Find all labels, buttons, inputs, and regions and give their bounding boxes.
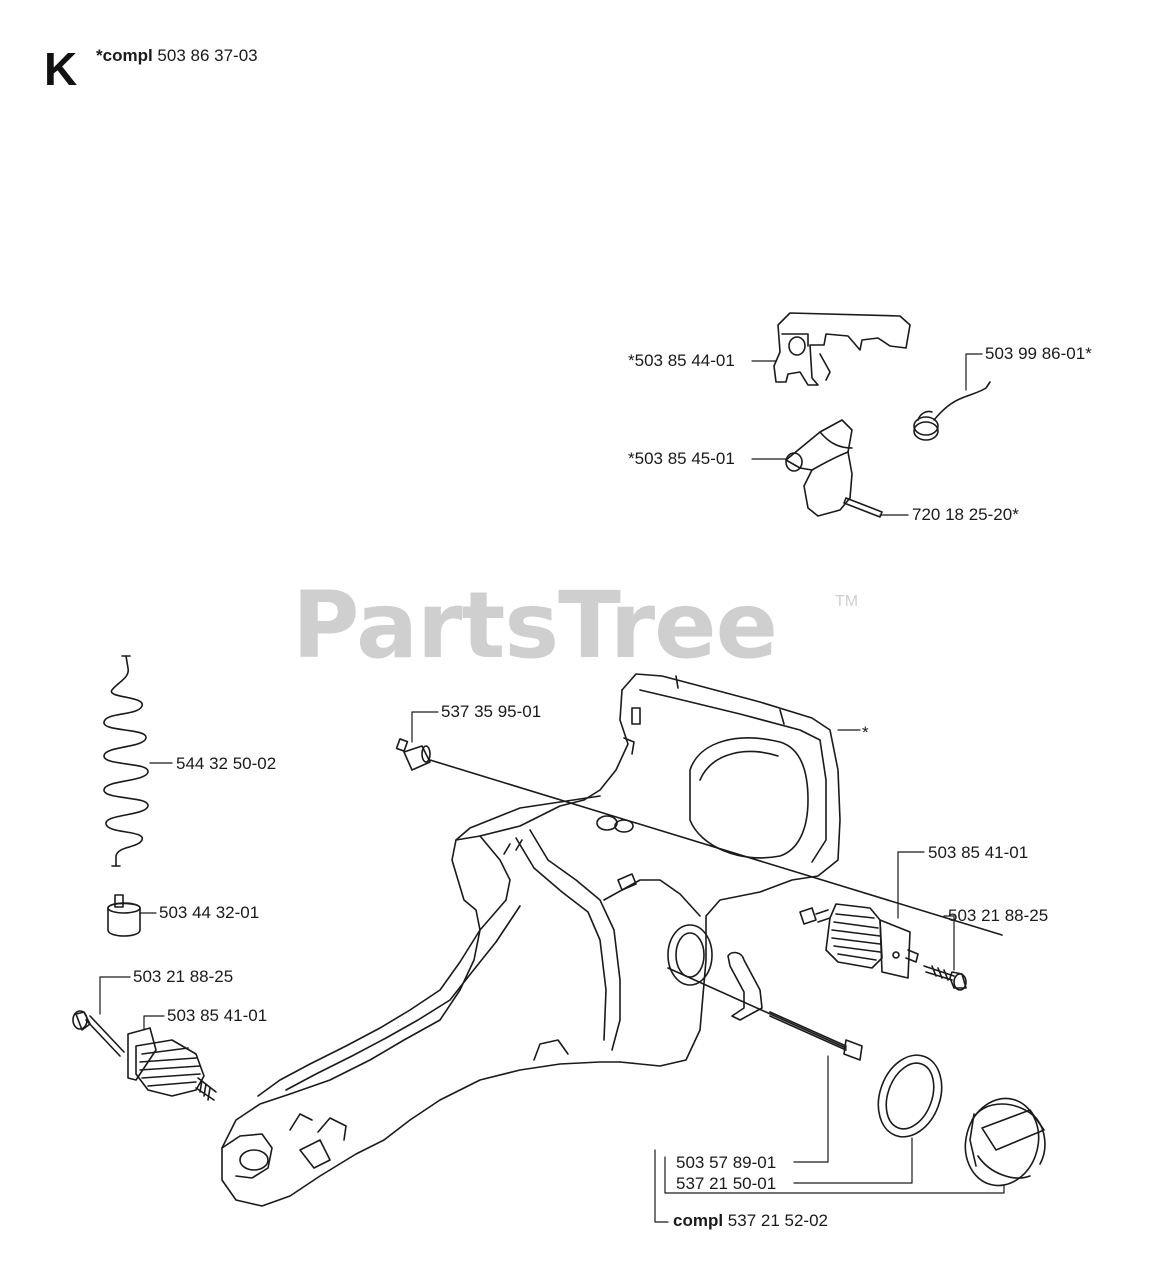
leader-lines bbox=[99, 353, 1005, 1223]
compl-number: 537 21 52-02 bbox=[727, 1211, 828, 1230]
callout-spring-pin[interactable]: 720 18 25-20* bbox=[912, 505, 1019, 524]
fuel-filter-left-part bbox=[107, 894, 141, 937]
fuel-filter-top-part bbox=[395, 738, 1003, 936]
oil-cap-part bbox=[964, 1097, 1046, 1187]
callout-screw-left[interactable]: 503 21 88-25 bbox=[133, 967, 234, 986]
assembly-header: *compl 503 86 37-03 bbox=[96, 47, 258, 64]
assembly-prefix: *compl bbox=[96, 46, 153, 65]
callout-torsion-spring[interactable]: 503 99 86-01* bbox=[985, 344, 1092, 363]
watermark-trademark: TM bbox=[835, 593, 859, 610]
callout-fuel-filter-top[interactable]: 537 35 95-01 bbox=[441, 702, 542, 721]
av-spring-left-part bbox=[127, 1027, 217, 1101]
spring-pin-part bbox=[843, 497, 883, 518]
callout-cap-gasket[interactable]: 537 21 50-01 bbox=[676, 1174, 777, 1193]
screw-left-part bbox=[72, 1010, 125, 1057]
fuel-hose-part bbox=[103, 655, 149, 867]
gasket-ring-part bbox=[877, 1054, 943, 1138]
callout-compl-cap[interactable]: compl 537 21 52-02 bbox=[673, 1212, 828, 1229]
tank-housing-part bbox=[221, 673, 841, 1207]
callout-fuel-hose[interactable]: 544 32 50-02 bbox=[176, 754, 277, 773]
callout-fuel-filter-left[interactable]: 503 44 32-01 bbox=[159, 903, 260, 922]
torsion-spring-part bbox=[913, 381, 991, 441]
screw-right-part bbox=[923, 965, 967, 991]
callout-throttle-lever[interactable]: *503 85 44-01 bbox=[628, 351, 735, 370]
callout-throttle-lockout[interactable]: *503 85 45-01 bbox=[628, 449, 735, 468]
callout-screw-right[interactable]: 503 21 88-25 bbox=[948, 906, 1049, 925]
callout-av-spring-right[interactable]: 503 85 41-01 bbox=[928, 843, 1029, 862]
assembly-number: 503 86 37-03 bbox=[157, 46, 258, 65]
callout-handle-asterisk[interactable]: * bbox=[862, 723, 869, 742]
callout-cap-strap[interactable]: 503 57 89-01 bbox=[676, 1153, 777, 1172]
watermark-brand: PartsTree bbox=[292, 572, 778, 679]
section-letter: K bbox=[44, 43, 78, 95]
callout-av-spring-left[interactable]: 503 85 41-01 bbox=[167, 1006, 268, 1025]
throttle-lockout-part bbox=[785, 419, 853, 517]
compl-prefix: compl bbox=[673, 1211, 724, 1230]
throttle-lever-part bbox=[773, 312, 911, 386]
av-spring-right-part bbox=[799, 903, 919, 979]
cap-strap-part bbox=[667, 951, 863, 1061]
